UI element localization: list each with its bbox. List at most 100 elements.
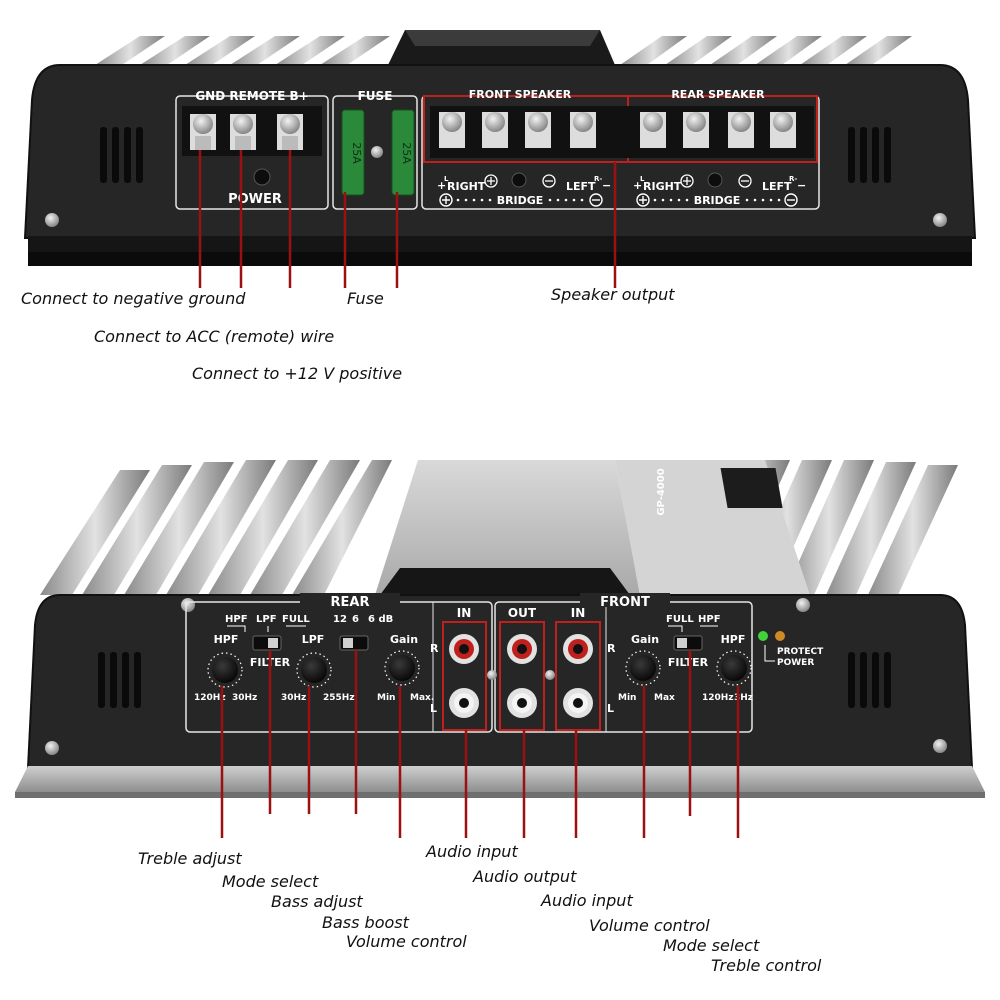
- front-gain-label: Gain: [631, 633, 659, 646]
- top-leader-lines: [198, 150, 617, 288]
- front-hpf-min-label: 120Hz: [702, 693, 734, 703]
- top-right-screw: [933, 213, 947, 227]
- bottom-center-plate: [375, 460, 640, 595]
- annotation-acc-wire: Connect to ACC (remote) wire: [94, 327, 335, 346]
- front-r-label: R: [607, 642, 616, 655]
- annotation-audio-output: Audio output: [473, 867, 577, 886]
- fuse-left-rating: 25A: [350, 142, 363, 164]
- rear-right-label: RIGHT: [643, 180, 682, 193]
- rear-plus-label: +: [633, 179, 642, 192]
- front-hpf-small-label: HPF: [698, 614, 721, 625]
- rear-gain-max-label: Max.: [410, 693, 434, 703]
- top-left-screw: [45, 213, 59, 227]
- rear-gain-min-label: Min: [377, 693, 395, 703]
- rear-r-label: R-: [789, 175, 797, 183]
- annotation-treble-adjust: Treble adjust: [138, 849, 242, 868]
- front-gain-max-label: Max: [654, 693, 675, 703]
- fuse-right-rating: 25A: [400, 142, 413, 164]
- front-l-label: L: [607, 702, 614, 715]
- bottom-top-left-screw: [181, 598, 195, 612]
- rear-left-minus-icon: [738, 174, 752, 188]
- protect-label: PROTECT: [777, 647, 824, 657]
- top-right-vent: [848, 127, 891, 183]
- bottom-amplifier: GP-4000 REAR FRONT HPF LPF FULL FILTER H…: [15, 460, 985, 838]
- front-bridge-minus-icon: [589, 193, 603, 207]
- rear-hpf-knob[interactable]: [207, 652, 243, 688]
- rear-gain-knob[interactable]: [384, 650, 420, 686]
- b-plus-terminal: [277, 114, 303, 150]
- fuse-label: FUSE: [358, 89, 393, 103]
- rear-full-small-label: FULL: [282, 614, 310, 625]
- rear-hpf-max-label: 30Hz: [232, 693, 257, 703]
- rear-boost-6db-label: 6 dB: [368, 614, 393, 625]
- bottom-leader-lines: [220, 650, 740, 838]
- gnd-remote-b-label: GND REMOTE B+: [195, 89, 308, 103]
- rear-label: REAR: [331, 595, 370, 610]
- front-hpf-knob[interactable]: [716, 650, 752, 686]
- rear-lpf-max-label: 255Hz: [323, 693, 355, 703]
- rear-in-rca-left[interactable]: [449, 688, 479, 718]
- fuse-block: [332, 95, 418, 210]
- front-label: FRONT: [600, 595, 650, 610]
- rear-l-label: L: [430, 702, 437, 715]
- front-l-label: L: [444, 175, 449, 183]
- bottom-right-screw: [933, 739, 947, 753]
- out-rca-right[interactable]: [507, 634, 537, 664]
- rear-lpf-min-label: 30Hz: [281, 693, 306, 703]
- front-speaker-label: FRONT SPEAKER: [469, 88, 572, 101]
- front-speaker-terminals: [439, 112, 596, 148]
- out-label: OUT: [508, 606, 537, 620]
- brand-label: GP-4000: [656, 468, 667, 515]
- annotation-volume-control-front: Volume control: [589, 916, 710, 935]
- front-filter-label: FILTER: [668, 656, 709, 669]
- rear-lpf-small-label: LPF: [256, 614, 277, 625]
- front-in-rca-left[interactable]: [563, 688, 593, 718]
- front-bridge-plus-icon: [439, 193, 453, 207]
- front-left-minus-icon: [542, 174, 556, 188]
- rear-boost-6-label: 6: [352, 614, 359, 625]
- annotation-audio-input-front: Audio input: [541, 891, 633, 910]
- rear-hpf-small-label: HPF: [225, 614, 248, 625]
- top-left-vent: [100, 127, 143, 183]
- power-led-icon: [758, 631, 768, 641]
- front-right-label: RIGHT: [447, 180, 486, 193]
- front-plus-label: +: [437, 179, 446, 192]
- rear-in-rca-right[interactable]: [449, 634, 479, 664]
- fuse-right: [391, 109, 415, 196]
- rear-boost-12-label: 12: [333, 614, 347, 625]
- annotation-negative-ground: Connect to negative ground: [21, 289, 246, 308]
- rear-bridge-minus-icon: [784, 193, 798, 207]
- out-rca-left[interactable]: [507, 688, 537, 718]
- rear-minus-label: −: [797, 179, 806, 192]
- front-in-rca-right[interactable]: [563, 634, 593, 664]
- annotation-audio-input-rear: Audio input: [426, 842, 518, 861]
- top-amplifier: GND REMOTE B+ POWER FUSE 25A 25A: [23, 30, 977, 288]
- bottom-right-vent: [848, 652, 891, 708]
- rear-speaker-terminals: [640, 112, 796, 148]
- front-hpf-knob-label: HPF: [721, 633, 746, 646]
- rear-lpf-knob[interactable]: [296, 652, 332, 688]
- rear-left-label: LEFT: [762, 180, 792, 193]
- annotation-volume-control-rear: Volume control: [346, 932, 467, 951]
- front-in-highlight: [555, 621, 601, 731]
- annotation-mode-select-rear: Mode select: [222, 872, 319, 891]
- power-terminal-block: [175, 95, 329, 210]
- rear-speaker-label: REAR SPEAKER: [671, 88, 765, 101]
- front-hpf-max-label: 3Hz: [734, 693, 753, 703]
- front-in-label: IN: [571, 606, 586, 620]
- front-full-small-label: FULL: [666, 614, 694, 625]
- annotation-mode-select-front: Mode select: [663, 936, 760, 955]
- audio-out-highlight: [499, 621, 545, 731]
- front-gain-min-label: Min: [618, 693, 636, 703]
- bottom-heatsink-fins: [40, 460, 958, 595]
- rear-r-label: R: [430, 642, 439, 655]
- speaker-terminal-block: [421, 95, 820, 210]
- rear-bridge-plus-icon: [636, 193, 650, 207]
- front-gain-knob[interactable]: [625, 650, 661, 686]
- front-left-label: LEFT: [566, 180, 596, 193]
- front-right-plus-icon: [484, 174, 498, 188]
- rear-gain-label: Gain: [390, 633, 418, 646]
- remote-terminal: [230, 114, 256, 150]
- annotation-speaker-output: Speaker output: [551, 285, 675, 304]
